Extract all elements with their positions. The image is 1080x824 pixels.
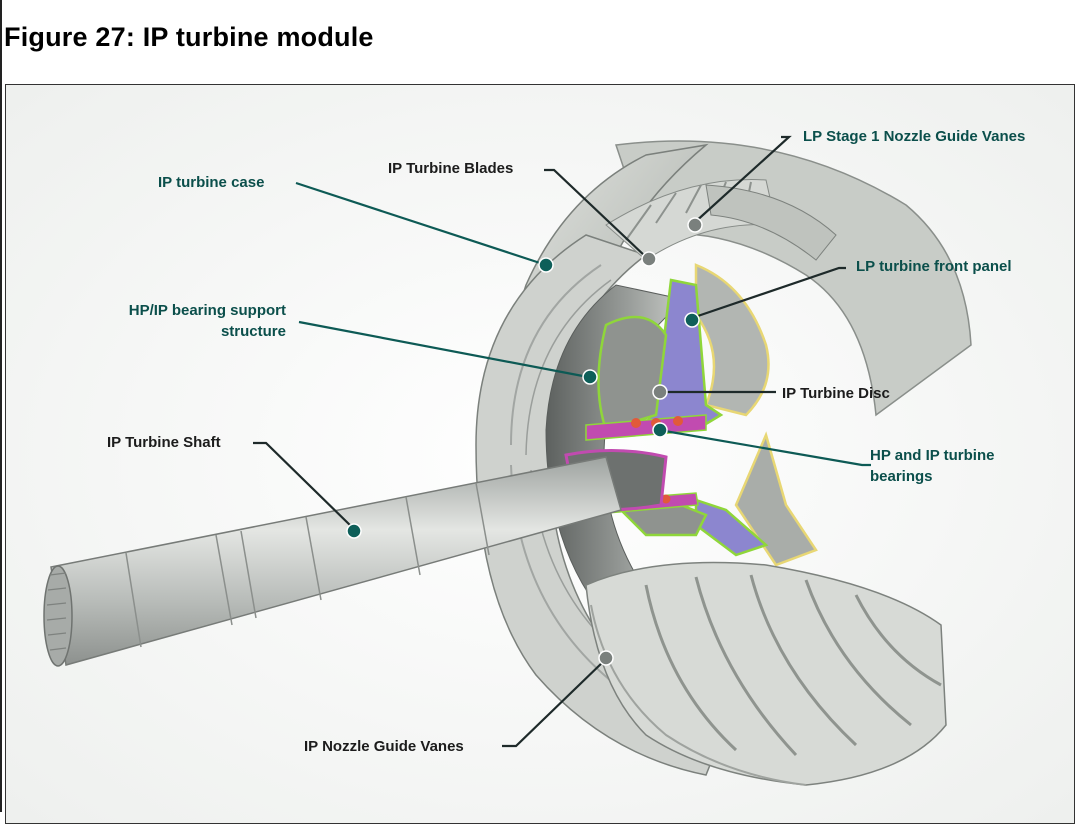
page-left-rule — [0, 0, 2, 812]
nozzle-guide-vanes-shape — [585, 561, 947, 786]
label-bearing-support-line2: structure — [220, 323, 286, 340]
label-ip-nozzle-guide-vanes: IP Nozzle Guide Vanes — [304, 738, 464, 755]
turbine-shaft-shape — [43, 456, 622, 667]
label-bearing-support-line1: HP/IP bearing support — [128, 302, 286, 319]
bearing-support-shape — [597, 315, 668, 432]
label-ip-turbine-disc: IP Turbine Disc — [782, 385, 890, 402]
marker-ip-turbine-blades — [641, 251, 657, 267]
leader-lp-front-panel — [688, 266, 846, 321]
leader-bearings — [658, 428, 871, 467]
label-ip-turbine-shaft: IP Turbine Shaft — [107, 434, 221, 451]
marker-lp-front-panel — [684, 312, 700, 328]
marker-dots — [346, 217, 703, 666]
leader-ip-ngv — [502, 658, 607, 748]
lp-front-panel-shape — [694, 263, 770, 417]
marker-ip-turbine-case — [538, 257, 554, 273]
marker-ip-turbine-disc — [652, 384, 668, 400]
marker-bearing-support — [582, 369, 598, 385]
turbine-illustration — [6, 85, 1074, 823]
label-lp-stage1-ngv: LP Stage 1 Nozzle Guide Vanes — [803, 128, 1026, 145]
leader-lines — [253, 135, 871, 748]
label-bearings: HP and IP turbine bearings — [870, 445, 994, 487]
label-bearings-line1: HP and IP turbine — [870, 447, 995, 464]
marker-ip-ngv — [598, 650, 614, 666]
label-ip-turbine-case: IP turbine case — [158, 174, 265, 191]
leader-ip-turbine-blades — [544, 168, 647, 258]
label-lp-front-panel: LP turbine front panel — [856, 258, 1012, 275]
label-bearings-line2: bearings — [870, 468, 933, 485]
leader-lp-stage1-ngv — [692, 135, 792, 225]
label-ip-turbine-blades: IP Turbine Blades — [388, 160, 514, 177]
label-bearing-support: HP/IP bearing support structure — [86, 300, 286, 342]
leader-ip-turbine-shaft — [253, 441, 355, 530]
leader-bearing-support — [298, 320, 589, 379]
marker-bearings — [652, 422, 668, 438]
lp-front-panel-lower-shape — [734, 431, 818, 567]
leader-ip-turbine-case — [295, 181, 541, 265]
marker-ip-turbine-shaft — [346, 523, 362, 539]
figure-title: Figure 27: IP turbine module — [4, 22, 374, 52]
figure-frame: IP turbine case IP Turbine Blades LP Sta… — [5, 84, 1075, 824]
marker-lp-stage1-ngv — [687, 217, 703, 233]
